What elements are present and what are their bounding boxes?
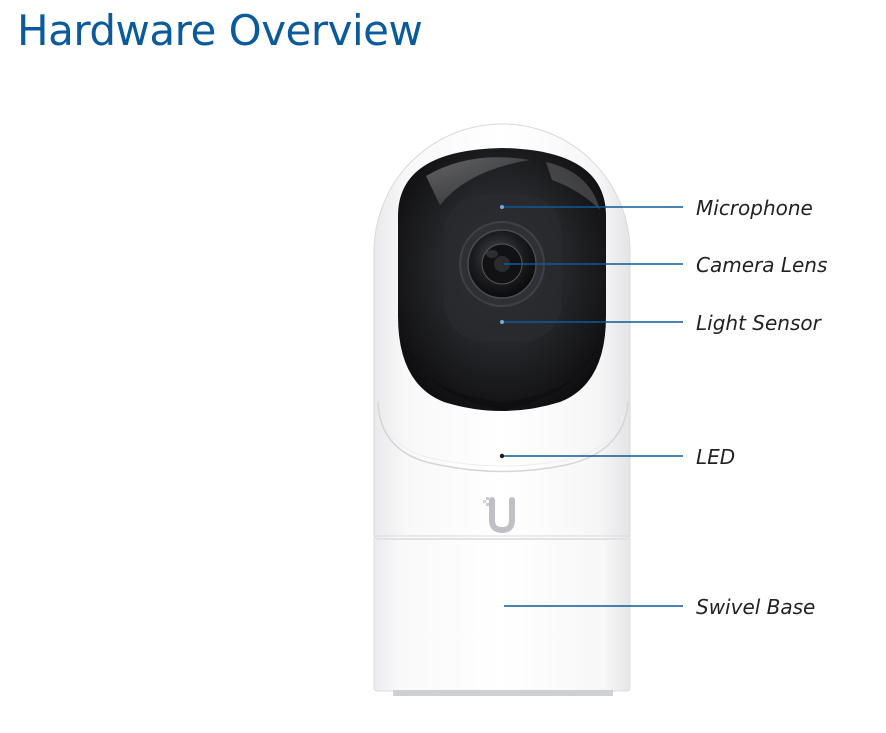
page-title: Hardware Overview [17, 6, 423, 55]
swivel-base [373, 535, 631, 696]
light-sensor-dot [500, 320, 504, 324]
label-led: LED [696, 445, 736, 469]
label-camera-lens: Camera Lens [696, 253, 828, 277]
ubiquiti-logo-icon [483, 497, 515, 534]
label-microphone: Microphone [696, 196, 813, 220]
label-light-sensor: Light Sensor [696, 311, 821, 335]
camera-lens [459, 221, 545, 307]
label-swivel-base: Swivel Base [696, 595, 816, 619]
microphone-dot [500, 205, 504, 209]
leader-lines [504, 206, 683, 607]
led-dot [499, 453, 505, 459]
